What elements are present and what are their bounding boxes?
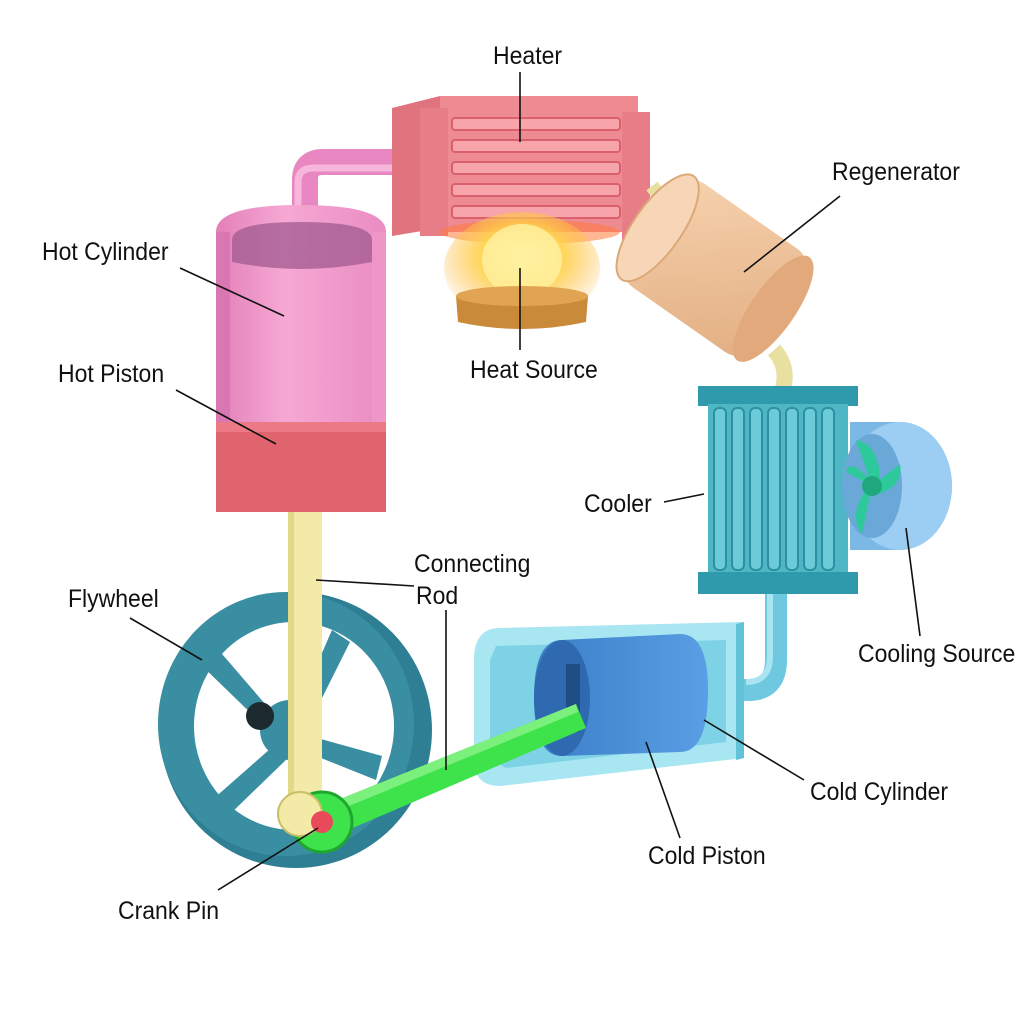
hot-piston	[216, 422, 386, 512]
heat-source	[444, 212, 600, 329]
label-crank-pin: Crank Pin	[118, 897, 219, 925]
connecting-rod-cold	[308, 704, 586, 842]
cooler-fins	[713, 407, 835, 571]
cooler-cold-pipe	[736, 594, 787, 701]
label-heat-source: Heat Source	[470, 356, 598, 384]
label-cold-cylinder: Cold Cylinder	[810, 778, 949, 806]
connecting-rod-hot	[288, 512, 322, 822]
cooling-source-fan	[842, 422, 952, 550]
label-cold-piston: Cold Piston	[648, 842, 766, 870]
cooler	[698, 386, 858, 594]
regenerator	[615, 173, 814, 362]
label-hot-piston: Hot Piston	[58, 360, 165, 388]
label-connecting-rod-line1: Connecting	[414, 550, 531, 578]
label-cooling-source: Cooling Source	[858, 640, 1016, 668]
label-heater: Heater	[493, 42, 563, 70]
label-flywheel: Flywheel	[68, 585, 159, 613]
leader-lines	[129, 72, 921, 891]
regenerator-cooler-pipe	[767, 344, 793, 395]
label-regenerator: Regenerator	[832, 158, 960, 186]
label-connecting-rod-line2: Rod	[416, 582, 459, 610]
hot-pipe	[292, 149, 423, 228]
crank-pin	[277, 790, 354, 854]
label-cooler: Cooler	[584, 490, 652, 518]
heater-fins	[451, 117, 621, 219]
label-hot-cylinder: Hot Cylinder	[42, 238, 169, 266]
